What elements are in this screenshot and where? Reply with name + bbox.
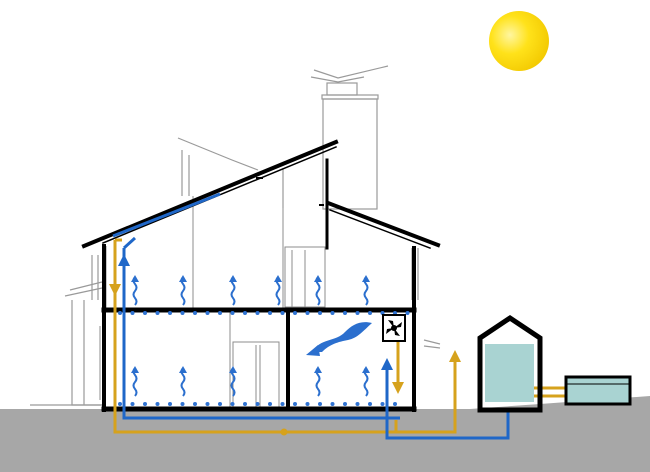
floor-heating-dot xyxy=(380,402,385,406)
roof-solar-collector xyxy=(112,192,221,238)
heat-wave-arrow-icon xyxy=(362,366,370,397)
heat-wave-arrow-icon xyxy=(314,366,322,397)
floor-heating-dot xyxy=(393,402,397,406)
floor-heating-dot xyxy=(168,311,172,315)
floor-heating-dot xyxy=(268,402,272,406)
floor-heating-dot xyxy=(130,311,135,315)
floor-heating-dot xyxy=(255,311,260,315)
floor-heating-dot xyxy=(305,402,310,406)
floor-heating-dot xyxy=(193,402,197,406)
ground xyxy=(0,396,650,472)
floor-heating-dot xyxy=(180,402,185,406)
floor-heating-dot xyxy=(405,311,410,315)
floor-heating-dot xyxy=(205,402,210,406)
cool-arrow-up-right xyxy=(381,358,393,370)
warm-arrow-down-right xyxy=(392,382,404,394)
heat-wave-arrow-icon xyxy=(314,275,322,306)
heat-wave-arrow-icon xyxy=(229,275,237,306)
floor-heating-dot xyxy=(368,311,372,315)
heat-wave-arrow-icon xyxy=(274,275,282,306)
floor-heating-dot xyxy=(280,311,285,315)
floor-heating-dot xyxy=(243,311,247,315)
floor-heating-dot xyxy=(118,311,122,315)
floor-heating-dot xyxy=(230,311,235,315)
floor-heating-dot xyxy=(343,311,347,315)
heat-wave-arrow-icon xyxy=(229,366,237,397)
warm-arrow-up-tank xyxy=(449,350,461,362)
floor-heating-dot xyxy=(155,402,160,406)
cool-arrow-up-left xyxy=(118,254,130,266)
floor-heating-dot xyxy=(243,402,247,406)
house-structure xyxy=(81,139,441,412)
floor-heating-dot xyxy=(330,311,335,315)
floor-heating-dot xyxy=(293,311,297,315)
heat-wave-arrow-icon xyxy=(179,366,187,397)
floor-heating-dot xyxy=(280,402,285,406)
floor-heating-dot xyxy=(330,402,335,406)
pipe-junction xyxy=(280,428,288,436)
auxiliary-water-tank xyxy=(564,375,632,406)
floor-heating-dot xyxy=(268,311,272,315)
water-storage-tank xyxy=(477,314,543,413)
heat-wave-arrow-icon xyxy=(362,275,370,306)
background-outlines xyxy=(30,65,441,406)
heat-wave-arrow-icon xyxy=(131,366,139,397)
floor-heating-dot xyxy=(355,311,360,315)
floor-heating-dot xyxy=(218,311,222,315)
airflow-arrow-icon xyxy=(312,322,372,352)
floor-heating-dot xyxy=(305,311,310,315)
floor-heating-dot xyxy=(118,402,122,406)
heat-waves xyxy=(131,275,370,397)
floor-heating-dot xyxy=(168,402,172,406)
warm-pipe-circuit xyxy=(113,238,565,434)
floor-heating-dot xyxy=(130,402,135,406)
sun-icon xyxy=(489,11,549,71)
floor-heating-dot xyxy=(255,402,260,406)
floor-heating-dots xyxy=(118,311,410,406)
floor-heating-dot xyxy=(355,402,360,406)
floor-heating-dot xyxy=(143,402,147,406)
floor-heating-dot xyxy=(143,311,147,315)
floor-heating-dot xyxy=(155,311,160,315)
floor-heating-dot xyxy=(368,402,372,406)
floor-heating-dot xyxy=(193,311,197,315)
floor-heating-dot xyxy=(218,402,222,406)
floor-heating-dot xyxy=(318,311,322,315)
heat-wave-arrow-icon xyxy=(179,275,187,306)
floor-heating-dot xyxy=(230,402,235,406)
airflow-arrowhead xyxy=(306,345,320,356)
warm-arrow-down-left xyxy=(109,284,121,296)
floor-heating-dot xyxy=(343,402,347,406)
floor-heating-dot xyxy=(318,402,322,406)
heat-wave-arrow-icon xyxy=(131,275,139,306)
floor-heating-dot xyxy=(205,311,210,315)
floor-heating-dot xyxy=(293,402,297,406)
floor-heating-dot xyxy=(180,311,185,315)
cool-pipe-circuit xyxy=(122,236,510,440)
ventilation-fan-icon xyxy=(382,314,406,342)
